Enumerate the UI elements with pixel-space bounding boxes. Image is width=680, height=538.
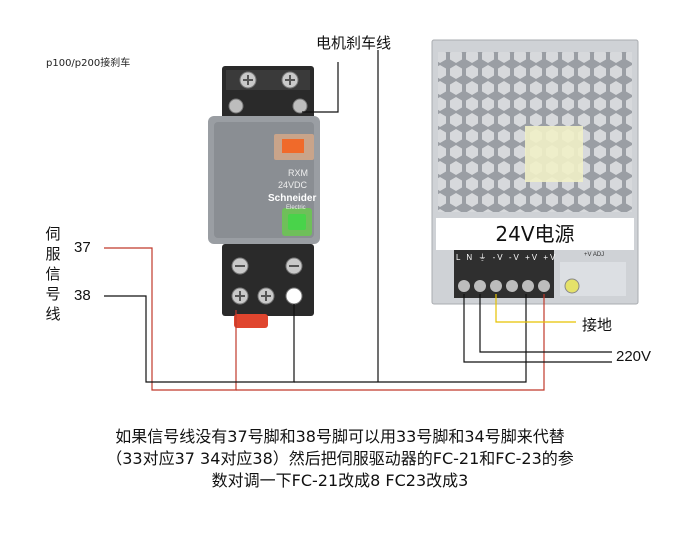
relay-bottom-base: [222, 244, 314, 316]
servo-signal-char: 伺: [45, 225, 61, 243]
pin-38-label: 38: [74, 287, 91, 304]
servo-signal-label: 伺 服 信 号 线: [44, 224, 62, 324]
relay-model: RXM: [288, 168, 308, 178]
ground-wire: [495, 294, 576, 323]
psu-terminal-strip: [454, 250, 554, 298]
psu-neg-wire: [294, 294, 527, 383]
psu-terminal-screws: [458, 280, 550, 292]
caption-line-3: 数对调一下FC-21改成8 FC23改成3: [211, 471, 469, 490]
psu-terminal-labels: L N ⏚ -V -V +V +V: [456, 252, 557, 263]
servo-signal-char: 线: [45, 305, 61, 323]
psu-pos-wire: [236, 294, 545, 391]
ac-wire-l: [463, 294, 612, 363]
header-note: p100/p200接刹车: [46, 58, 131, 69]
brake-wire: [302, 62, 339, 113]
servo-signal-char: 服: [45, 245, 61, 263]
relay-brand-sub: Electric: [286, 205, 306, 211]
relay-top-screws: [228, 71, 308, 114]
psu-terminal-label: L: [456, 253, 463, 262]
relay: [208, 66, 320, 328]
wires: [104, 50, 612, 391]
pin-37-label: 37: [74, 239, 91, 256]
ac-wire-n: [479, 294, 612, 353]
psu-terminal-label: -V: [508, 253, 521, 262]
servo-signal-char: 信: [45, 265, 61, 283]
ground-label: 接地: [582, 316, 613, 334]
psu-terminal-label: +V: [543, 253, 558, 262]
psu-terminal-label: +V: [525, 253, 540, 262]
relay-led: [282, 139, 304, 153]
psu-adj-label: +V ADJ: [584, 252, 605, 258]
signal-38-wire: [104, 295, 295, 383]
relay-brand: Schneider: [268, 193, 317, 204]
signal-37-wire: [104, 247, 237, 391]
relay-base-latch: [234, 314, 268, 328]
brake-wire-label: 电机刹车线: [316, 34, 392, 52]
ac-220v-label: 220V: [616, 348, 652, 365]
relay-voltage: 24VDC: [278, 180, 308, 190]
power-supply: [431, 39, 639, 305]
caption-line-2: （33对应37 34对应38）然后把伺服驱动器的FC-21和FC-23的参: [106, 449, 574, 468]
relay-bottom-screws: [231, 257, 303, 305]
psu-terminal-label: ⏚: [478, 253, 489, 262]
servo-signal-char: 号: [45, 285, 61, 303]
psu-terminal-label: N: [466, 253, 475, 262]
psu-terminal-label: -V: [492, 253, 505, 262]
caption-line-1: 如果信号线没有37号脚和38号脚可以用33号脚和34号脚来代替: [115, 427, 565, 446]
psu-title: 24V电源: [436, 218, 634, 250]
